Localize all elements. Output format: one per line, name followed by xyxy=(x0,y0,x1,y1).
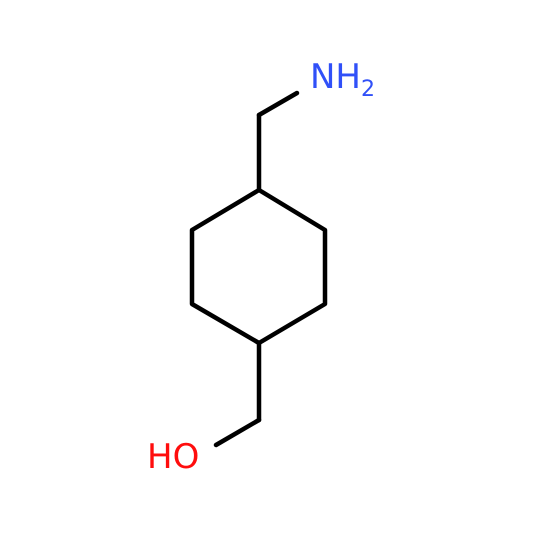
bond-n-ch2 xyxy=(256,90,300,118)
hydroxyl-label: HO xyxy=(147,437,199,477)
cyclohexane-ring xyxy=(189,187,328,346)
amine-label: NH2 xyxy=(310,57,375,102)
amine-symbol: NH xyxy=(310,57,361,97)
bond-group xyxy=(189,90,328,448)
amine-subscript: 2 xyxy=(361,77,375,102)
bond-ch2-o xyxy=(213,417,262,448)
hydroxyl-symbol: HO xyxy=(147,437,199,477)
